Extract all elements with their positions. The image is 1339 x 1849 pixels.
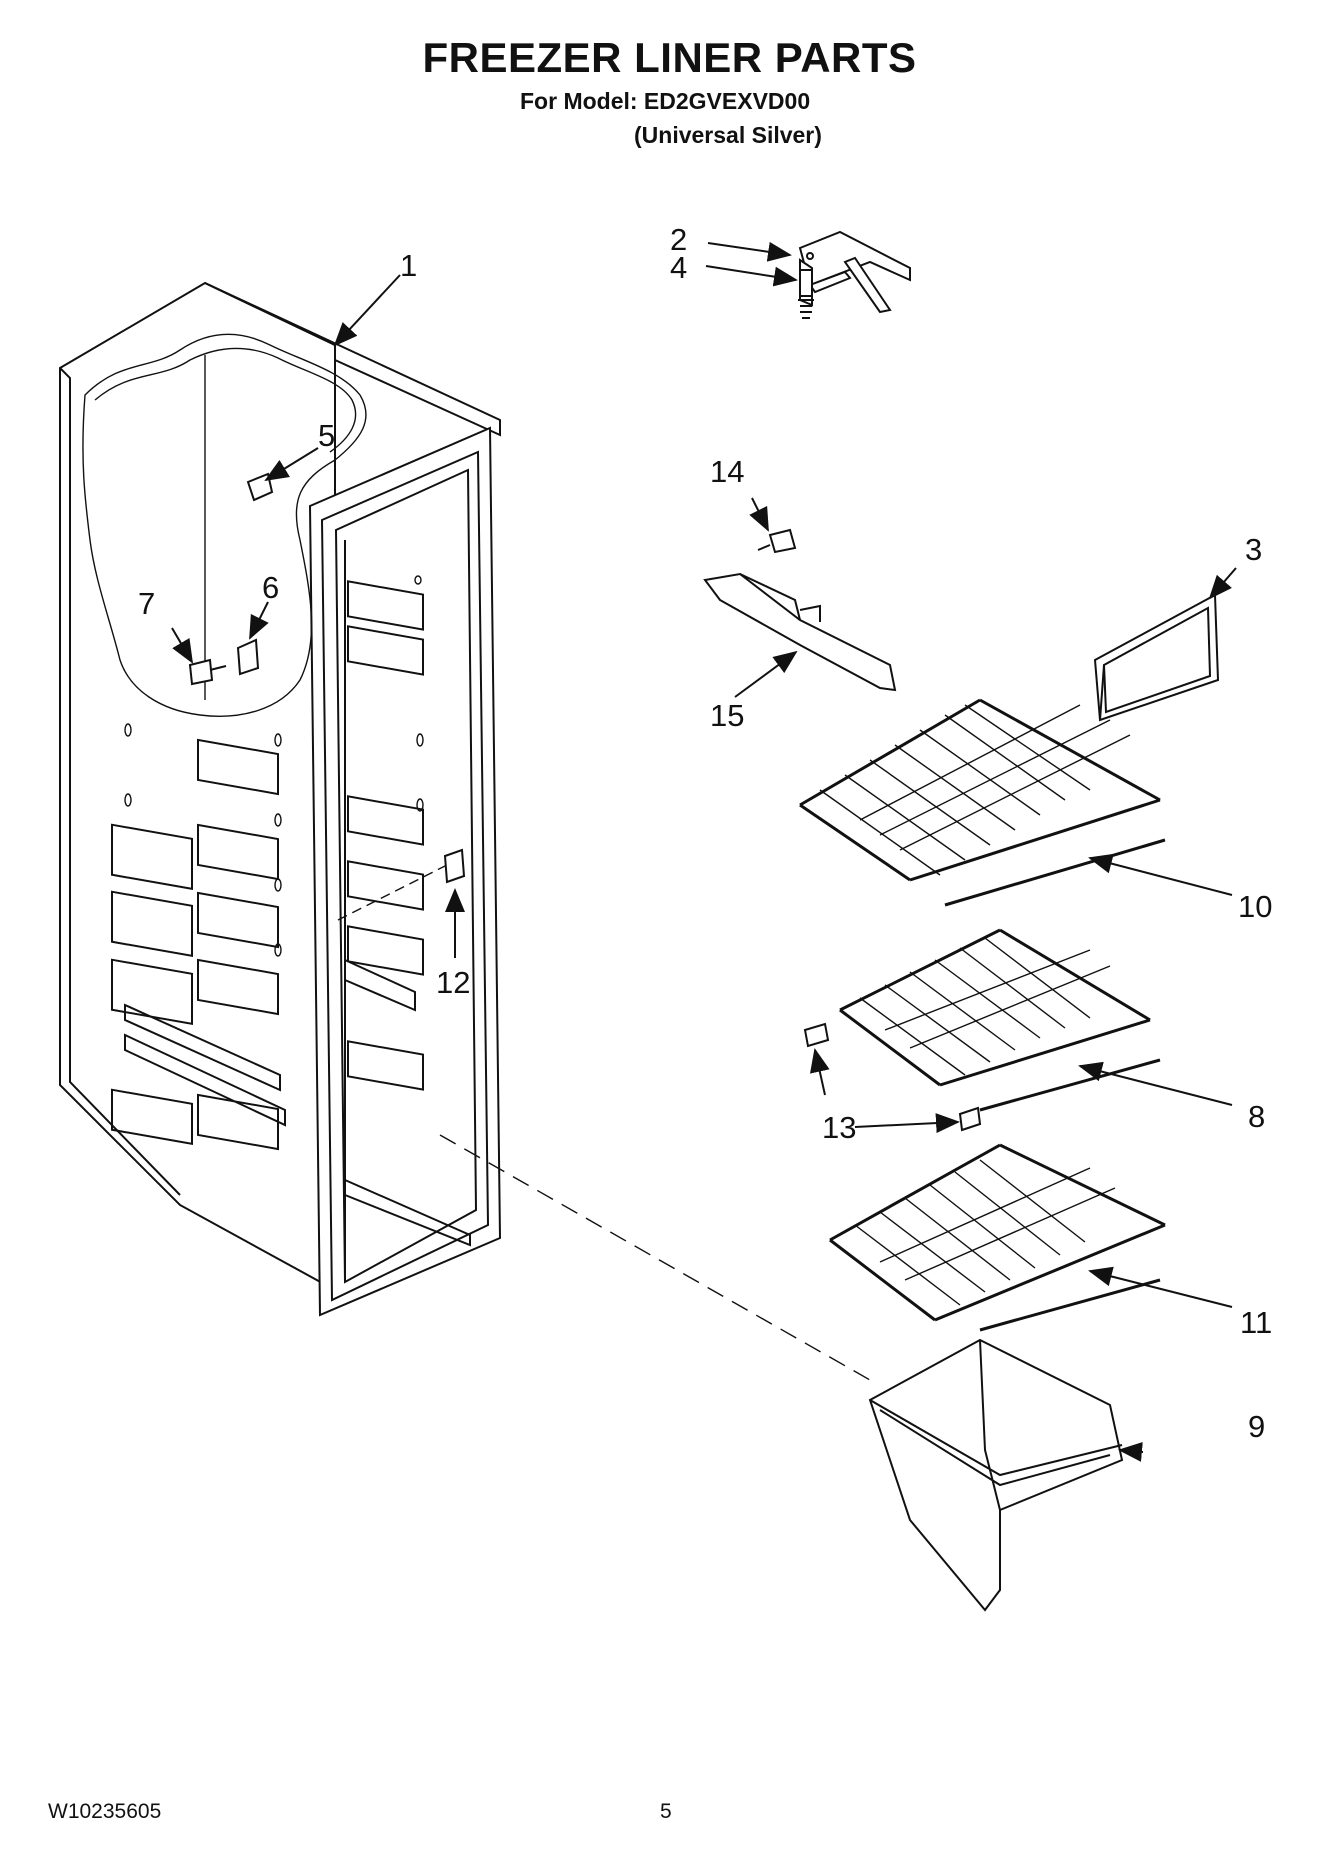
callout-13: 13: [822, 1110, 856, 1145]
part-10-wire-shelf: [799, 698, 1166, 907]
callout-11: 11: [1240, 1305, 1272, 1340]
callout-10: 10: [1238, 889, 1272, 924]
callout-4: 4: [670, 250, 687, 285]
part-4-screw: [798, 269, 814, 319]
part-6-clip: [236, 638, 260, 676]
callout-7: 7: [138, 586, 155, 621]
part-8-wire-shelf: [839, 928, 1161, 1112]
callout-1: 1: [400, 248, 417, 283]
freezer-liner: [59, 281, 871, 1381]
callout-9: 9: [1248, 1409, 1265, 1444]
model-line: For Model: ED2GVEXVD00: [520, 88, 811, 114]
callout-2: 2: [670, 222, 687, 257]
part-12-bracket: [337, 848, 466, 921]
callout-3: 3: [1245, 532, 1262, 567]
variant-line: (Universal Silver): [634, 122, 822, 148]
part-9-pan: [868, 1338, 1124, 1612]
page-number: 5: [660, 1800, 672, 1823]
page-title: FREEZER LINER PARTS: [422, 34, 917, 81]
part-3-tray: [1093, 593, 1220, 722]
callout-14: 14: [710, 454, 744, 489]
callout-5: 5: [318, 418, 335, 453]
part-14-screw: [757, 528, 797, 554]
part-15-rail: [703, 572, 897, 692]
callout-6: 6: [262, 570, 279, 605]
callout-8: 8: [1248, 1099, 1265, 1134]
document-number: W10235605: [48, 1800, 162, 1823]
callout-15: 15: [710, 698, 744, 733]
part-7-screw: [188, 658, 227, 686]
leader-lines: [171, 241, 1237, 1462]
part-11-wire-shelf: [829, 1143, 1166, 1332]
part-2-bracket: [798, 230, 911, 314]
part-13-stops: [803, 1022, 982, 1132]
callout-12: 12: [436, 965, 470, 1000]
